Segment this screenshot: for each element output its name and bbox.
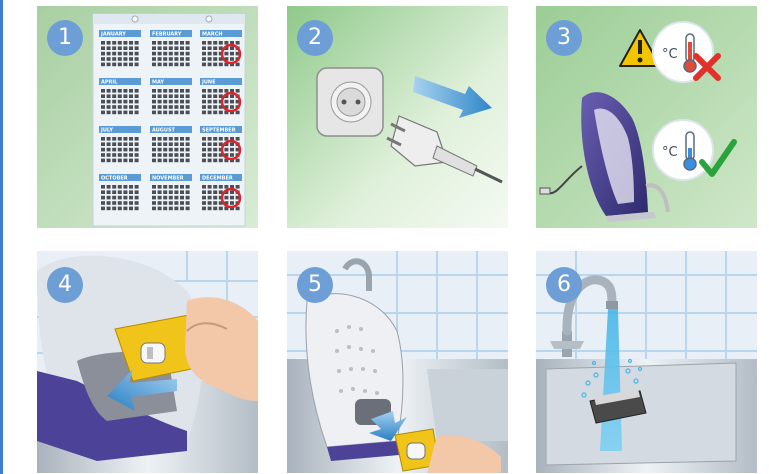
step-3-badge: 3 bbox=[546, 20, 582, 56]
month-label: JUNE bbox=[201, 80, 216, 86]
month-label: SEPTEMBER bbox=[202, 128, 236, 134]
cold-thermometer-icon bbox=[684, 132, 696, 170]
month-label: NOVEMBER bbox=[152, 176, 184, 182]
wall-socket bbox=[317, 68, 383, 136]
month-label: JANUARY bbox=[100, 32, 126, 38]
hot-thermometer-icon bbox=[684, 34, 696, 72]
month-label: DECEMBER bbox=[202, 176, 233, 182]
step-2-panel: 2 bbox=[287, 6, 508, 228]
step-4-badge: 4 bbox=[47, 267, 83, 303]
step-5-badge: 5 bbox=[297, 267, 333, 303]
hot-celsius-label: °C bbox=[662, 47, 678, 62]
month-label: MAY bbox=[152, 80, 164, 86]
month-label: MARCH bbox=[202, 32, 223, 38]
month-label: AUGUST bbox=[152, 128, 176, 134]
step-1-badge: 1 bbox=[47, 20, 83, 56]
month-label: FEBRUARY bbox=[152, 32, 182, 38]
step-5-panel: 5 bbox=[287, 251, 508, 473]
left-edge-bar bbox=[0, 0, 3, 474]
step-6-badge: 6 bbox=[546, 267, 582, 303]
step-3-panel: °C °C 3 bbox=[536, 6, 757, 228]
step-1-panel: JANUARY FEBRUARY MARCH APRIL MAY JUNE JULY AUGU… bbox=[37, 6, 258, 228]
step-4-panel: 4 bbox=[37, 251, 258, 473]
month-label: JULY bbox=[100, 128, 113, 134]
step-2-badge: 2 bbox=[297, 20, 333, 56]
cold-celsius-label: °C bbox=[662, 145, 678, 160]
step-6-panel: 6 bbox=[536, 251, 757, 473]
month-label: APRIL bbox=[101, 80, 118, 86]
month-label: OCTOBER bbox=[101, 176, 128, 182]
